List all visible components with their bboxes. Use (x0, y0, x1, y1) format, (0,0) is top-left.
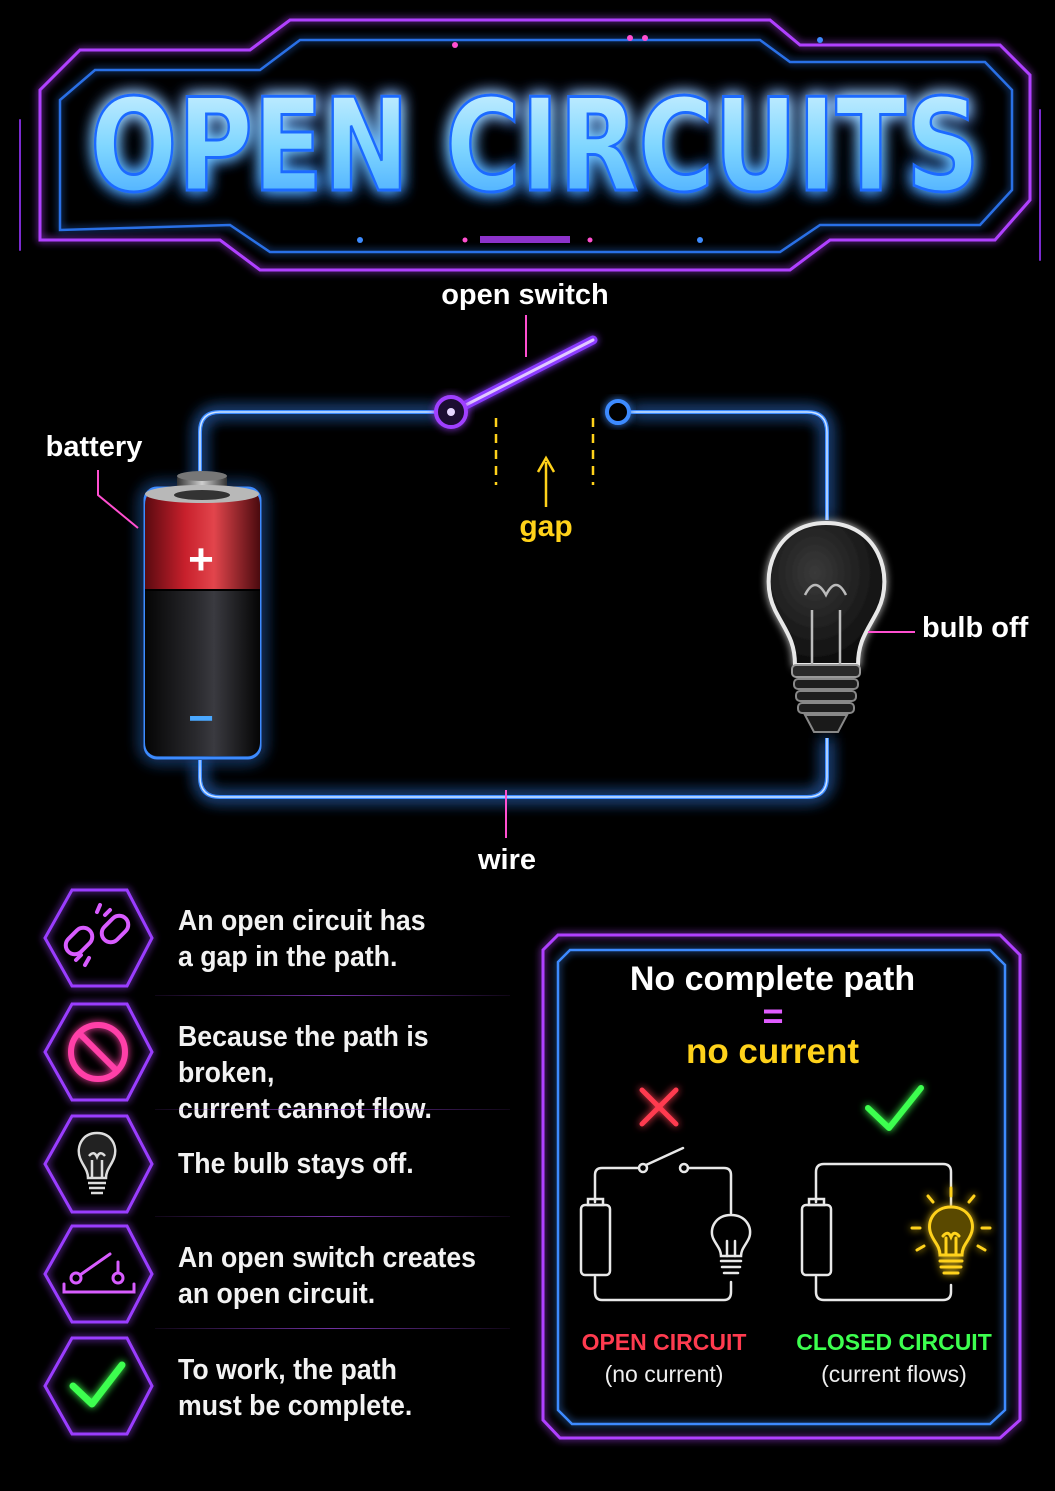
fact-4: An open switch creates an open circuit. (178, 1240, 491, 1312)
open-switch (434, 335, 631, 429)
bulb-stays-off-icon (77, 1131, 117, 1195)
lightbulb-icon (766, 520, 887, 733)
battery-icon (143, 471, 262, 760)
fact-4-line-1: An open switch creates (178, 1242, 477, 1274)
summary-check-icon (865, 1085, 924, 1131)
closed-circuit-label: CLOSED CIRCUIT (796, 1329, 992, 1355)
prohibited-icon (68, 1022, 128, 1082)
closed-circuit-sub: (current flows) (821, 1361, 967, 1387)
label-open-switch: open switch (441, 279, 609, 311)
fact-5-line-2: must be complete. (178, 1390, 413, 1422)
mini-open-circuit (579, 1146, 752, 1302)
fact-4-line-2: an open circuit. (178, 1278, 376, 1310)
title: OPEN CIRCUITS (90, 72, 980, 221)
fact-1: An open circuit has a gap in the path. (178, 903, 491, 975)
checkmark-icon (69, 1361, 126, 1408)
fact-2: Because the path is broken, current cann… (178, 1019, 491, 1127)
fact-5-line-1: To work, the path (178, 1354, 397, 1386)
fact-1-line-2: a gap in the path. (178, 941, 398, 973)
broken-link-icon (63, 903, 131, 967)
label-gap: gap (519, 510, 572, 543)
summary-heading: No complete path (629, 960, 916, 998)
circuit-wire-core (199, 411, 828, 798)
open-circuit-sub: (no current) (604, 1361, 724, 1387)
divider (155, 1328, 510, 1329)
open-circuit-label: OPEN CIRCUIT (581, 1329, 747, 1355)
leader-lines (97, 315, 915, 838)
fact-3-line-1: The bulb stays off. (178, 1148, 414, 1180)
fact-3: The bulb stays off. (178, 1146, 491, 1182)
battery-plus: + (188, 535, 214, 584)
open-switch-icon (62, 1252, 136, 1294)
summary-result: no current (685, 1032, 860, 1071)
gap-marker (494, 418, 595, 507)
divider (155, 1216, 510, 1217)
title-frame (19, 18, 1041, 272)
fact-5: To work, the path must be complete. (178, 1352, 491, 1424)
hexagon-icons (43, 888, 154, 1436)
x-mark-icon (639, 1087, 679, 1127)
fact-2-line-1: Because the path is broken, (178, 1021, 429, 1089)
label-bulb-off: bulb off (922, 612, 1029, 644)
fact-1-line-1: An open circuit has (178, 905, 426, 937)
summary-frame (541, 933, 1022, 1440)
mini-closed-circuit (800, 1162, 953, 1302)
divider (155, 1109, 510, 1110)
divider (155, 995, 510, 996)
label-wire: wire (477, 844, 536, 876)
summary-equals: = (762, 995, 784, 1036)
lit-bulb-icon (910, 1186, 992, 1275)
circuit-wire (198, 410, 829, 799)
label-battery: battery (46, 431, 143, 463)
battery-minus: − (188, 694, 214, 743)
